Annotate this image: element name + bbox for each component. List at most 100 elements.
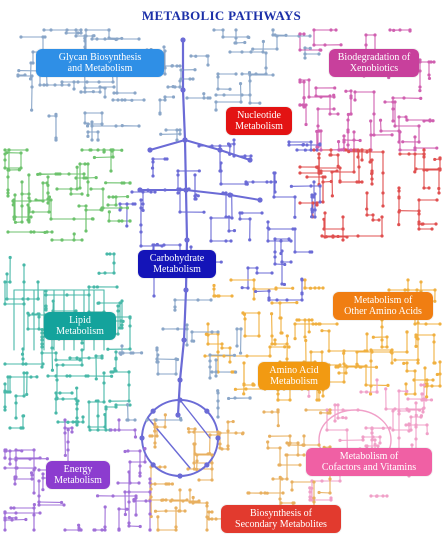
compound-node bbox=[77, 523, 81, 527]
compound-node bbox=[402, 361, 406, 365]
compound-node bbox=[54, 114, 58, 118]
compound-node bbox=[58, 391, 62, 395]
label-other-amino-acids[interactable]: Metabolism of Other Amino Acids bbox=[333, 292, 433, 320]
pathway-edge bbox=[229, 194, 261, 201]
compound-node bbox=[112, 91, 116, 95]
compound-node bbox=[316, 145, 320, 149]
compound-node bbox=[133, 428, 137, 432]
compound-node bbox=[292, 501, 296, 505]
compound-node bbox=[139, 223, 143, 227]
compound-node bbox=[137, 124, 141, 128]
compound-node bbox=[103, 505, 107, 509]
compound-node bbox=[266, 440, 270, 444]
compound-node bbox=[279, 501, 283, 505]
compound-node bbox=[370, 182, 374, 186]
compound-node bbox=[235, 327, 239, 331]
label-amino-acid[interactable]: Amino Acid Metabolism bbox=[258, 362, 330, 390]
compound-node bbox=[303, 46, 307, 50]
compound-node bbox=[14, 466, 18, 470]
compound-node bbox=[19, 151, 23, 155]
compound-node bbox=[330, 194, 334, 198]
compound-node bbox=[353, 90, 357, 94]
compound-node bbox=[163, 95, 167, 99]
compound-node bbox=[226, 420, 230, 424]
compound-node bbox=[144, 499, 148, 503]
label-xenobiotics[interactable]: Biodegradation of Xenobiotics bbox=[329, 49, 419, 77]
compound-node bbox=[209, 216, 213, 220]
compound-node bbox=[304, 103, 308, 107]
compound-node bbox=[74, 176, 78, 180]
compound-node bbox=[131, 351, 135, 355]
compound-node bbox=[41, 476, 45, 480]
compound-node bbox=[86, 193, 90, 197]
compound-node bbox=[371, 435, 375, 439]
page-title: METABOLIC PATHWAYS bbox=[141, 8, 302, 23]
compound-node bbox=[438, 384, 442, 388]
compound-node bbox=[147, 147, 153, 153]
compound-node bbox=[323, 175, 327, 179]
compound-node bbox=[386, 383, 390, 387]
compound-node bbox=[262, 410, 266, 414]
compound-node bbox=[255, 271, 259, 275]
compound-node bbox=[141, 208, 145, 213]
compound-node bbox=[264, 66, 268, 70]
compound-node bbox=[413, 369, 417, 373]
compound-node bbox=[404, 382, 408, 386]
compound-node bbox=[76, 399, 80, 403]
label-energy[interactable]: Energy Metabolism bbox=[46, 461, 110, 489]
compound-node bbox=[303, 335, 307, 339]
compound-node bbox=[193, 68, 197, 72]
compound-node bbox=[329, 179, 333, 184]
compound-node bbox=[298, 103, 302, 107]
compound-node bbox=[20, 449, 24, 453]
compound-node bbox=[44, 289, 48, 293]
compound-node bbox=[327, 349, 331, 353]
label-glycan[interactable]: Glycan Biosynthesis and Metabolism bbox=[36, 49, 164, 77]
compound-node bbox=[224, 239, 228, 243]
compound-node bbox=[103, 525, 107, 529]
compound-node bbox=[32, 491, 36, 495]
compound-node bbox=[278, 301, 282, 305]
label-cofactors[interactable]: Metabolism of Cofactors and Vitamins bbox=[306, 448, 432, 476]
compound-node bbox=[3, 389, 7, 393]
compound-node bbox=[416, 321, 420, 325]
compound-node bbox=[420, 398, 424, 402]
compound-node bbox=[308, 495, 312, 499]
compound-node bbox=[365, 191, 369, 195]
compound-node bbox=[235, 344, 239, 348]
compound-node bbox=[111, 80, 115, 84]
compound-node bbox=[83, 121, 87, 125]
compound-node bbox=[224, 215, 228, 219]
compound-node bbox=[429, 398, 434, 402]
label-lipid[interactable]: Lipid Metabolism bbox=[44, 312, 116, 340]
compound-node bbox=[407, 422, 411, 426]
pathway-edge bbox=[184, 139, 221, 151]
compound-node bbox=[149, 514, 153, 519]
compound-node bbox=[372, 133, 376, 137]
compound-node bbox=[233, 370, 238, 374]
compound-node bbox=[272, 195, 276, 199]
compound-node bbox=[41, 362, 45, 366]
compound-node bbox=[329, 153, 333, 157]
label-nucleotide[interactable]: Nucleotide Metabolism bbox=[226, 107, 292, 135]
compound-node bbox=[3, 382, 7, 386]
compound-node bbox=[293, 250, 297, 254]
compound-node bbox=[125, 206, 129, 210]
compound-node bbox=[227, 396, 231, 401]
label-secondary-metabolites[interactable]: Biosynthesis of Secondary Metabolites bbox=[221, 505, 341, 533]
compound-node bbox=[345, 235, 349, 239]
compound-node bbox=[252, 287, 256, 291]
compound-node bbox=[337, 148, 341, 152]
compound-node bbox=[210, 461, 214, 465]
compound-node bbox=[72, 80, 76, 84]
compound-node bbox=[188, 500, 192, 504]
compound-node bbox=[193, 173, 197, 177]
compound-node bbox=[170, 482, 174, 486]
compound-node bbox=[356, 408, 360, 412]
compound-node bbox=[173, 305, 177, 309]
compound-node bbox=[8, 449, 12, 453]
compound-node bbox=[175, 64, 179, 68]
compound-node bbox=[96, 399, 100, 403]
compound-node bbox=[103, 271, 107, 275]
label-carbohydrate[interactable]: Carbohydrate Metabolism bbox=[138, 250, 216, 278]
